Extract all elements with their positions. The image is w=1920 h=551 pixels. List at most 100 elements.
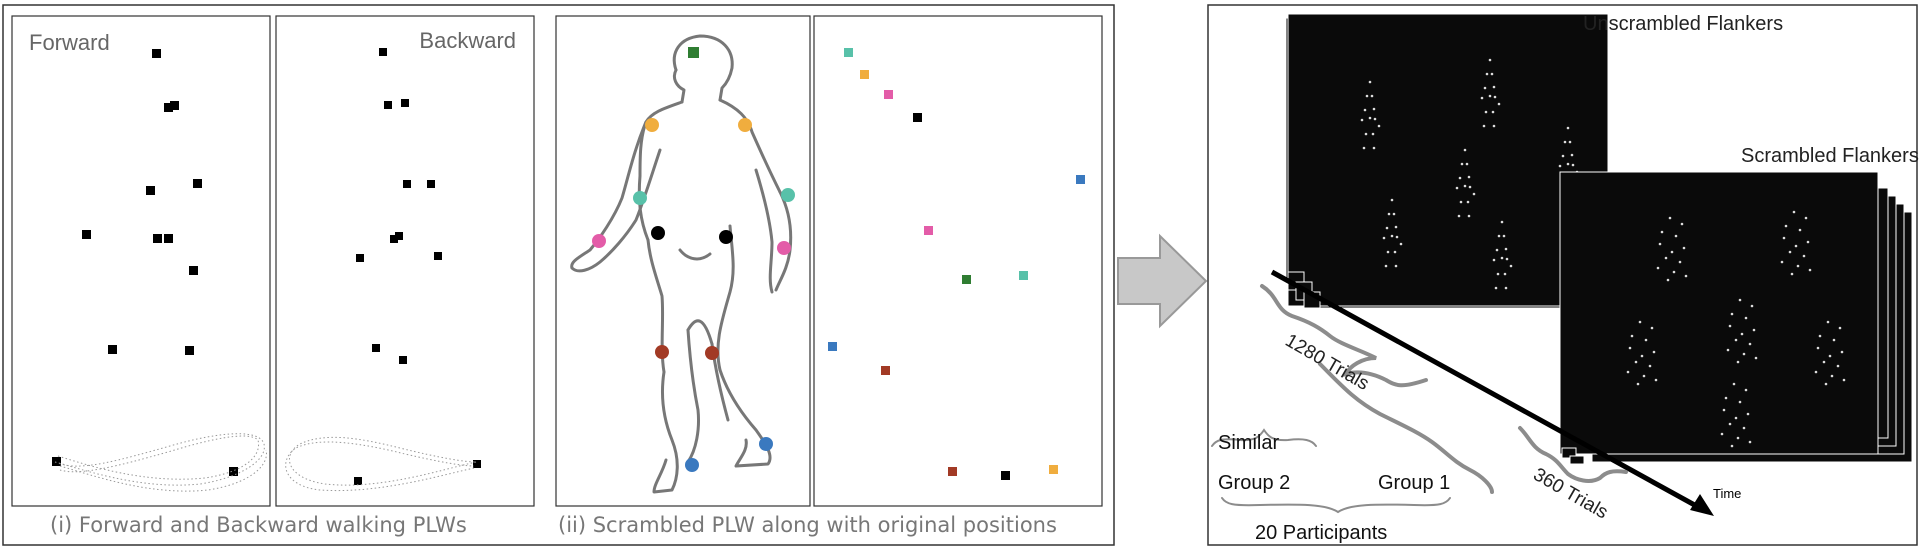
scrambled-plw-dots — [828, 48, 1085, 480]
ankle-marker — [685, 458, 699, 472]
flanker-dot — [1666, 278, 1670, 282]
flanker-dot — [1826, 320, 1830, 324]
plw-dot — [473, 460, 481, 468]
flanker-dot — [1570, 153, 1574, 157]
scrambled-flanker-dots — [1626, 210, 1846, 448]
flanker-dot — [1640, 354, 1644, 358]
plw-dot — [229, 467, 238, 476]
flanker-dot — [1748, 342, 1752, 346]
flanker-dot — [1496, 272, 1500, 276]
flanker-dot — [1840, 350, 1844, 354]
flanker-dot — [1792, 210, 1796, 214]
plw-dot — [170, 101, 179, 110]
scrambled-dot — [881, 366, 890, 375]
flanker-dot — [1390, 198, 1394, 202]
flanker-dot — [1668, 216, 1672, 220]
flanker-dot — [1492, 258, 1496, 262]
time-arrow-line — [1270, 269, 1702, 511]
flanker-dot — [1497, 102, 1501, 106]
flanker-dot — [1650, 326, 1654, 330]
backward-plw-dots — [354, 48, 481, 485]
caption-scrambled: (ii) Scrambled PLW along with original p… — [558, 513, 1057, 537]
ankle-marker — [759, 437, 773, 451]
unscrambled-label: Unscrambled Flankers — [1583, 13, 1783, 35]
flanker-dot — [1392, 212, 1396, 216]
brace-group1 — [1318, 362, 1494, 494]
flanker-dot — [1399, 242, 1403, 246]
flanker-dot — [1387, 212, 1391, 216]
plw-dot — [152, 49, 161, 58]
hip-marker — [719, 230, 733, 244]
flanker-dot — [1642, 374, 1646, 378]
brace-1280 — [1260, 284, 1428, 388]
flanker-dot — [1390, 234, 1394, 238]
flanker-dot — [1654, 378, 1658, 382]
flanker-dot — [1836, 364, 1840, 368]
flanker-dot — [1684, 274, 1688, 278]
flanker-dot — [1503, 272, 1507, 276]
body-joint-markers — [592, 47, 795, 472]
trials-360-label: 360 Trials — [1530, 464, 1612, 523]
plw-dot — [403, 180, 411, 188]
flanker-dot — [1734, 416, 1738, 420]
flanker-dot — [1734, 338, 1738, 342]
plw-dot — [153, 234, 162, 243]
flanker-dot — [1818, 334, 1822, 338]
flanker-dot — [1467, 214, 1471, 218]
flanker-dot — [1740, 332, 1744, 336]
unscrambled-screen — [1287, 13, 1609, 307]
scrambled-dot — [1019, 271, 1028, 280]
forward-panel — [11, 15, 271, 507]
flanker-dot — [1794, 244, 1798, 248]
flanker-dot — [1492, 85, 1496, 89]
flanker-dot — [1782, 236, 1786, 240]
similar-label: Similar — [1218, 432, 1279, 454]
flanker-dot — [1500, 220, 1504, 224]
flanker-dot — [1746, 412, 1750, 416]
flanker-dot — [1468, 185, 1472, 189]
plw-dot — [434, 252, 442, 260]
flanker-dot — [1463, 148, 1467, 152]
plw-dot — [82, 230, 91, 239]
flanker-dot — [1362, 146, 1366, 150]
forward-plw-dots — [52, 49, 238, 476]
flanker-dot — [1372, 107, 1376, 111]
plw-dot — [401, 99, 409, 107]
flanker-dot — [1395, 235, 1399, 239]
brace-360 — [1518, 426, 1628, 483]
flanker-dot — [1750, 304, 1754, 308]
flanker-dot — [1830, 374, 1834, 378]
flanker-dot — [1748, 440, 1752, 444]
plw-dot — [384, 101, 392, 109]
flanker-dot — [1736, 360, 1740, 364]
flanker-dot — [1824, 382, 1828, 386]
flanker-dot — [1385, 226, 1389, 230]
flanker-dot — [1488, 94, 1492, 98]
flanker-dot — [1752, 328, 1756, 332]
flanker-dot — [1386, 250, 1390, 254]
flanker-dot — [1658, 242, 1662, 246]
plw-dot — [379, 48, 387, 56]
flanker-dot — [1672, 270, 1676, 274]
backward-label: Backward — [419, 28, 516, 53]
scrambled-dot — [1049, 465, 1058, 474]
flanker-dot — [1372, 146, 1376, 150]
flanker-dot — [1638, 320, 1642, 324]
plw-dot — [427, 180, 435, 188]
flanker-dot — [1720, 432, 1724, 436]
flanker-dot — [1648, 364, 1652, 368]
flanker-dot — [1630, 334, 1634, 338]
flanker-dot — [1728, 324, 1732, 328]
human-outline-drawing — [570, 34, 793, 494]
flanker-dot — [1504, 286, 1508, 290]
plw-dot — [189, 266, 198, 275]
scrambled-screen-stack — [1559, 171, 1913, 463]
flanker-dot — [1368, 80, 1372, 84]
flanker-dot — [1365, 94, 1369, 98]
flanker-dot — [1504, 247, 1508, 251]
scrambled-panel — [813, 15, 1103, 507]
flanker-dot — [1828, 354, 1832, 358]
flanker-dot — [1798, 228, 1802, 232]
flanker-dot — [1495, 248, 1499, 252]
flanker-dot — [1682, 246, 1686, 250]
